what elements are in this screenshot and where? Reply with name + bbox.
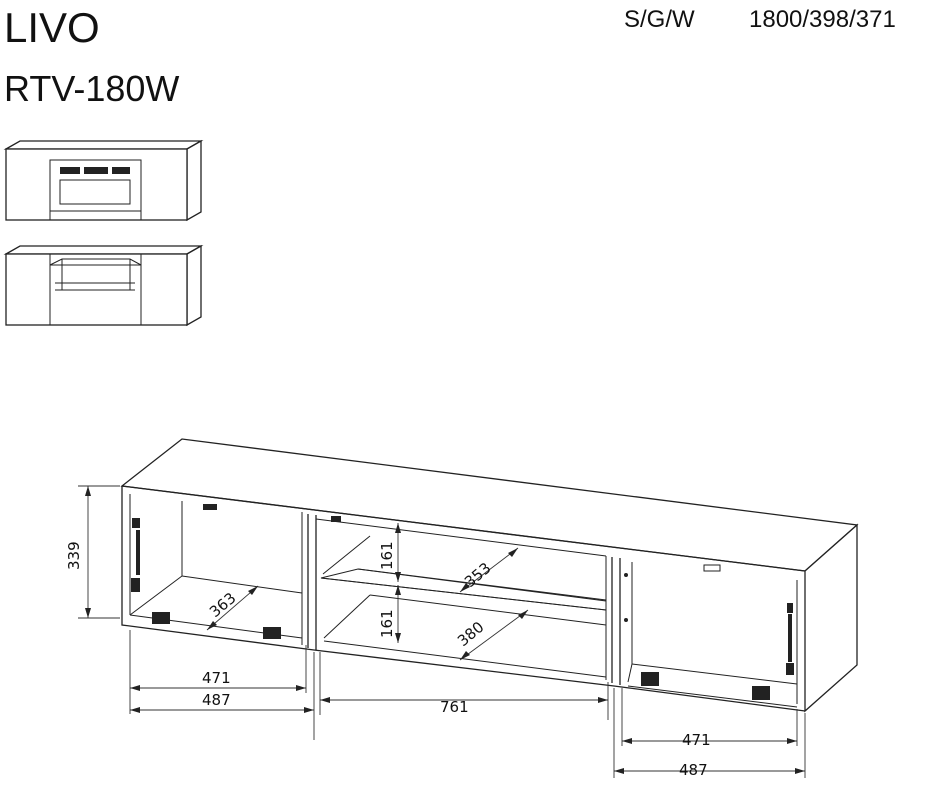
thumbnail-closed-variant [3, 139, 204, 222]
right-inner-width-label: 471 [682, 731, 711, 749]
brand-title: LIVO [4, 4, 100, 51]
dimension-widths-left: 471 487 [129, 630, 315, 740]
left-outer-width-label: 487 [202, 691, 231, 709]
cabinet-main-drawing [120, 438, 859, 713]
inner-depth-left-label: 363 [206, 589, 240, 621]
dimension-height: 339 [65, 485, 120, 619]
model-code: RTV-180W [4, 68, 179, 109]
shelf-lower-gap-label: 161 [378, 609, 396, 638]
shelf-upper-gap-label: 161 [378, 541, 396, 570]
dimension-codes: S/G/W [624, 6, 695, 33]
center-width-label: 761 [440, 698, 469, 716]
height-label: 339 [65, 541, 83, 570]
dimension-depths: 363 353 380 [206, 547, 529, 661]
dimension-values: 1800/398/371 [749, 6, 896, 33]
dimension-width-center: 761 [319, 652, 609, 720]
thumbnail-open-variant [3, 244, 204, 327]
right-outer-width-label: 487 [679, 761, 708, 779]
shelf-depth-lower-label: 380 [454, 618, 488, 650]
dimension-shelf-heights: 161 161 [378, 523, 401, 643]
dimension-widths-right: 471 487 [613, 688, 806, 779]
left-inner-width-label: 471 [202, 669, 231, 687]
